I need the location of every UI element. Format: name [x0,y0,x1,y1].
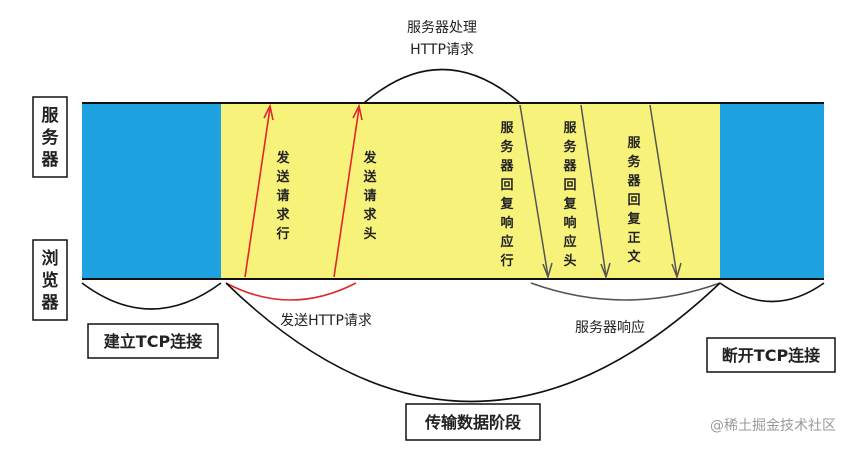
browser-char-2: 览 [42,270,59,291]
request-line-arrow [244,107,271,278]
send-http-request-label: 发送HTTP请求 [280,313,372,329]
response-header-arrowhead [600,262,611,280]
send-request-header-char: 求 [363,207,377,223]
response-header-arrow [580,104,607,277]
response-body-char: 器 [626,174,641,189]
response-header-char: 头 [563,253,576,269]
response-line-char: 响 [500,215,513,231]
server-process-arc [363,68,521,104]
server-response-arc [530,282,721,301]
send-request-line-char: 请 [276,188,289,204]
send-request-line-label: 发 送 请 求 行 [275,150,290,242]
response-body-arrow [649,104,678,277]
response-header-char: 器 [562,159,577,174]
server-char-2: 务 [42,127,60,148]
browser-label-box [32,239,68,321]
transfer-phase-box [405,403,541,441]
response-body-char: 服 [627,136,641,151]
send-request-line-char: 行 [275,226,289,242]
browser-char-1: 浏 [42,248,59,269]
response-line-arrowhead [542,262,553,280]
response-body-char: 回 [627,193,640,208]
request-line-arrowhead [263,103,274,121]
response-line-char: 器 [499,159,514,174]
watermark-text: @稀土掘金技术社区 [710,418,836,434]
send-request-header-char: 送 [362,169,377,185]
browser-char-3: 器 [41,293,60,313]
response-header-label: 服 务 器 回 复 响 应 头 [562,121,577,269]
send-request-header-char: 头 [363,226,376,242]
establish-tcp-box [87,323,219,359]
request-header-arrowhead [352,103,363,121]
response-header-char: 响 [563,215,576,231]
server-response-label: 服务器响应 [575,319,645,336]
response-header-char: 应 [563,234,576,250]
response-header-char: 务 [563,139,577,155]
server-label-box [32,96,68,178]
transfer-band [221,103,720,279]
response-line-char: 应 [500,234,513,250]
transfer-phase-arc [225,282,721,403]
close-tcp-label: 断开TCP连接 [722,346,820,365]
response-line-char: 回 [500,178,513,193]
send-http-request-arc [225,282,357,301]
send-request-header-char: 请 [363,188,376,204]
send-request-line-char: 送 [275,169,290,185]
send-request-line-char: 发 [275,150,290,166]
send-request-header-label: 发 送 请 求 头 [362,150,377,242]
server-process-line2: HTTP请求 [410,42,474,58]
response-body-char: 正 [627,231,640,246]
response-body-label: 服 务 器 回 复 正 文 [626,136,641,265]
response-body-char: 务 [627,154,641,170]
response-line-arrow [519,104,549,277]
tcp-connect-band [82,103,221,279]
response-header-char: 服 [563,121,577,136]
response-body-char: 文 [627,249,641,265]
response-line-char: 行 [499,253,513,269]
send-request-line-char: 求 [276,207,290,223]
response-line-label: 服 务 器 回 复 响 应 行 [499,121,514,269]
close-tcp-box [706,337,836,373]
transfer-phase-label: 传输数据阶段 [424,413,522,432]
response-line-char: 复 [499,196,514,212]
tcp-close-band [720,103,824,279]
server-char-1: 服 [42,106,60,126]
response-line-char: 务 [500,139,514,155]
server-char-3: 器 [41,150,60,170]
tcp-close-arc [719,282,825,303]
server-process-line1: 服务器处理 [407,20,477,36]
response-body-char: 复 [626,211,641,227]
request-header-arrow [333,107,360,278]
establish-tcp-label: 建立TCP连接 [104,332,202,351]
send-request-header-char: 发 [362,150,377,166]
response-header-char: 回 [563,178,576,193]
response-header-char: 复 [562,196,577,212]
tcp-connect-arc [81,282,222,310]
response-line-char: 服 [500,121,514,136]
response-body-arrowhead [671,262,682,280]
